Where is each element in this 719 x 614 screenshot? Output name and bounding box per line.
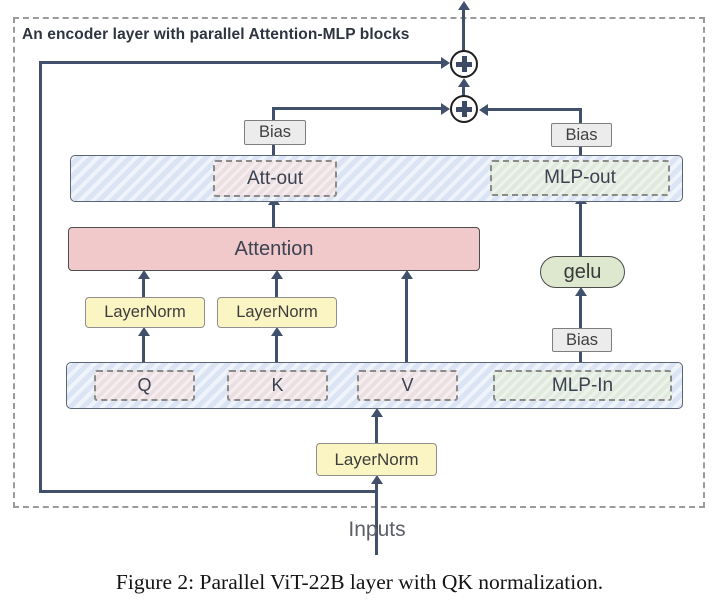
mlpin-to-bias-line [579,352,582,363]
plus-glyph [461,101,467,117]
k-label: K [271,375,284,395]
skip-line-bottom [39,490,378,493]
layernorm-input-label: LayerNorm [334,449,419,469]
adder-link-arrowhead-icon [458,78,470,87]
input-line-upper [375,417,378,444]
q-to-layernorm-arrowhead-icon [138,327,150,336]
input-line-lower [375,483,378,555]
skip-line-top [39,61,441,64]
q-block: Q [94,370,195,401]
layernorm-k-block: LayerNorm [217,297,337,328]
q-label: Q [137,375,152,395]
layernorm-k-to-attention-line [275,278,278,298]
attbias-to-adder-line [274,107,442,110]
mlp-out-label: MLP-out [544,167,616,188]
mlpbias-to-adder-line [488,108,581,111]
input-arrowhead-icon [371,475,383,484]
bias-att-out-block: Bias [244,120,306,145]
mlpout-to-bias-line [579,147,582,161]
mlp-out-block: MLP-out [490,160,670,196]
mlpbias-arrowhead-icon [479,104,488,116]
bias-mlp-in-block: Bias [552,328,612,352]
output-line [462,9,465,51]
bias-mlp-out-label: Bias [565,125,598,144]
attention-block: Attention [68,227,480,271]
q-to-layernorm-line [142,335,145,363]
attout-to-bias-line [272,145,275,161]
k-block: K [227,370,328,401]
attbias-arrowhead-icon [441,103,450,115]
v-to-attention-line [405,278,408,363]
att-out-label: Att-out [247,167,303,189]
gelu-label: gelu [563,260,602,283]
layernorm-q-to-attention-line [142,278,145,298]
skip-arrowhead-icon [441,57,450,69]
residual-add-icon [450,50,478,78]
mlp-in-label: MLP-In [551,374,614,396]
att-out-block: Att-out [213,160,337,197]
gelu-block: gelu [540,256,625,288]
mlp-in-block: MLP-In [493,370,672,401]
bias-mlp-in-label: Bias [565,330,599,349]
bias-to-gelu-line [579,295,582,329]
output-arrowhead-icon [458,1,470,10]
layernorm-k-label: LayerNorm [236,303,318,321]
bias-to-gelu-arrowhead-icon [575,287,587,296]
plus-glyph [461,56,467,72]
gelu-to-mlpout-line [579,203,582,257]
v-block: V [357,370,458,401]
bias-mlp-out-block: Bias [551,123,612,147]
k-to-layernorm-line [275,335,278,363]
v-label: V [401,375,414,395]
attention-label: Attention [234,237,314,260]
input-to-bar-arrowhead-icon [371,408,383,417]
layernorm-q-block: LayerNorm [85,297,205,328]
branch-add-icon [450,95,478,123]
inputs-label: Inputs [348,518,406,541]
diagram-title: An encoder layer with parallel Attention… [22,26,410,43]
layernorm-input-block: LayerNorm [316,443,437,476]
k-to-layernorm-arrowhead-icon [271,327,283,336]
adder-link-line [462,86,465,96]
bias-att-out-label: Bias [258,123,292,141]
encoder-layer-frame [13,17,705,508]
attbias-up-line [272,107,275,121]
layernorm-q-to-attention-arrowhead-icon [138,270,150,279]
layernorm-q-label: LayerNorm [104,303,186,321]
figure-caption: Figure 2: Parallel ViT-22B layer with QK… [115,570,604,594]
layernorm-k-to-attention-arrowhead-icon [271,270,283,279]
attention-to-attout-line [272,205,275,228]
v-to-attention-arrowhead-icon [401,270,413,279]
skip-line-vertical [39,61,42,493]
mlpbias-up-line [579,108,582,124]
